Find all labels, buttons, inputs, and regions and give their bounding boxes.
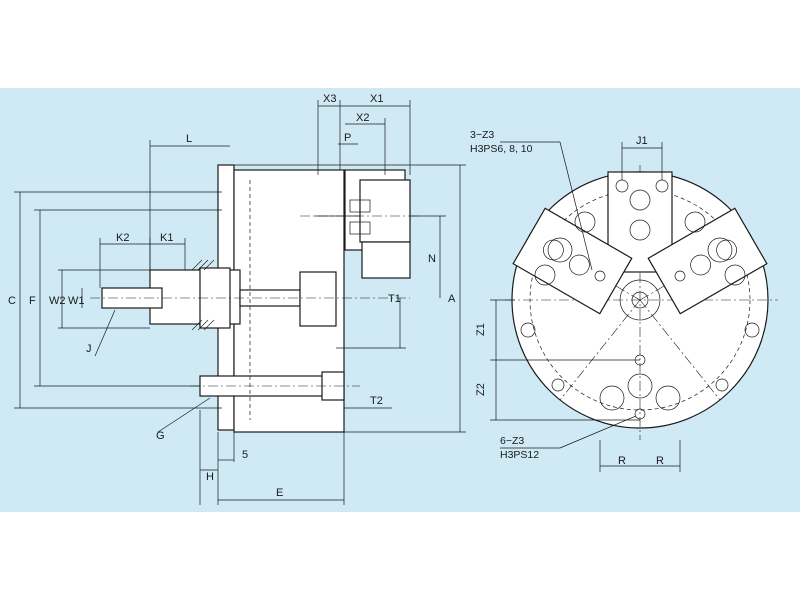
callout-top-line1: 3−Z3 xyxy=(470,129,494,141)
label-w2: W2 xyxy=(49,295,66,307)
side-view: X3 X1 X2 P L K2 K1 C F W2 W1 J N T1 A T2… xyxy=(8,93,466,505)
dimensions-front xyxy=(490,141,681,472)
label-r-right: R xyxy=(656,455,664,467)
section-hatch xyxy=(191,259,215,331)
label-h: H xyxy=(206,471,214,483)
front-view: J1 Z1 Z2 R R 3−Z3 H3PS6, 8, 10 6−Z3 H3PS… xyxy=(470,129,778,472)
bolt-holes xyxy=(520,211,760,420)
label-x2: X2 xyxy=(356,112,369,124)
callout-bottom-line2: H3PS12 xyxy=(500,449,539,461)
label-x3: X3 xyxy=(323,93,336,105)
label-z2: Z2 xyxy=(475,383,487,396)
jaw-lower xyxy=(361,241,411,279)
label-k2: K2 xyxy=(116,232,129,244)
top-jaw xyxy=(359,179,411,243)
callout-top-line2: H3PS6, 8, 10 xyxy=(470,143,533,155)
label-e: E xyxy=(276,487,283,499)
label-w1: W1 xyxy=(68,295,85,307)
jaw-right xyxy=(647,207,768,315)
label-k1: K1 xyxy=(160,232,173,244)
label-t2: T2 xyxy=(370,395,383,407)
label-c: C xyxy=(8,295,16,307)
jaw-left xyxy=(512,207,633,315)
callout-bottom-line1: 6−Z3 xyxy=(500,435,524,447)
label-5: 5 xyxy=(242,449,248,461)
label-p: P xyxy=(344,132,351,144)
label-r-left: R xyxy=(618,455,626,467)
label-l: L xyxy=(186,133,192,145)
label-g: G xyxy=(156,430,165,442)
label-j: J xyxy=(86,343,92,355)
label-n: N xyxy=(428,253,436,265)
front-jaws xyxy=(512,171,768,315)
label-j1: J1 xyxy=(636,135,648,147)
label-a: A xyxy=(448,293,456,305)
label-z1: Z1 xyxy=(475,323,487,336)
dimensions-side xyxy=(14,100,466,505)
label-x1: X1 xyxy=(370,93,383,105)
label-t1: T1 xyxy=(388,293,401,305)
label-f: F xyxy=(29,295,36,307)
